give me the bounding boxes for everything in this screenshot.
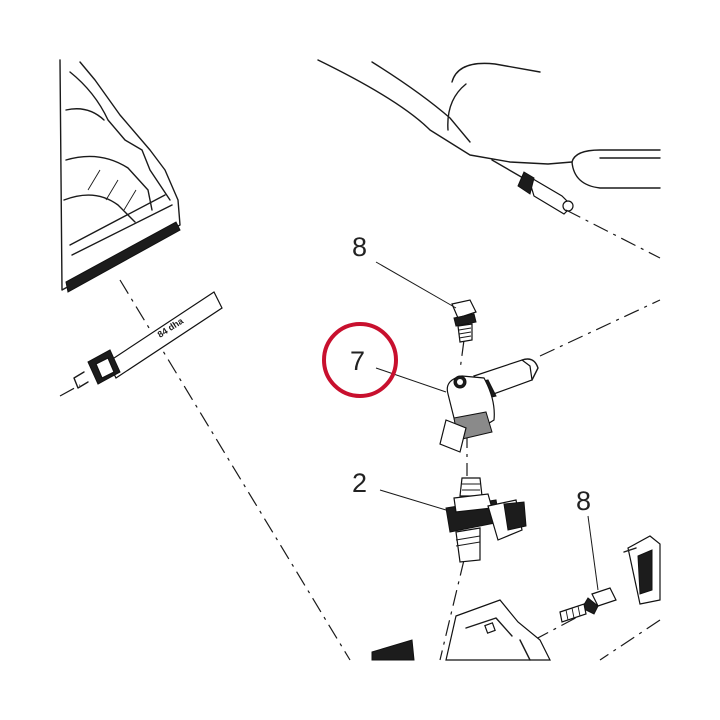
part-2-injector (445, 477, 527, 563)
callout-2: 2 (352, 468, 367, 498)
housing-upper-left (59, 59, 181, 293)
clip-lower-right (623, 535, 661, 605)
cap-fitting (517, 171, 574, 215)
centerlines (59, 209, 661, 661)
shroud-upper-right (317, 59, 661, 189)
part-7-fitting (439, 358, 539, 453)
bracket-left: 84 dha (73, 291, 223, 389)
highlight-circle-part-7 (322, 322, 398, 398)
bolt-8-lower (559, 587, 617, 623)
bolt-8-upper (451, 299, 477, 343)
leader-lines (375, 261, 599, 591)
callout-7: 7 (350, 346, 365, 376)
callout-8-upper: 8 (352, 232, 367, 262)
bracket-bolt (73, 349, 121, 389)
callout-8-lower: 8 (576, 486, 591, 516)
manifold-bottom (371, 599, 551, 661)
